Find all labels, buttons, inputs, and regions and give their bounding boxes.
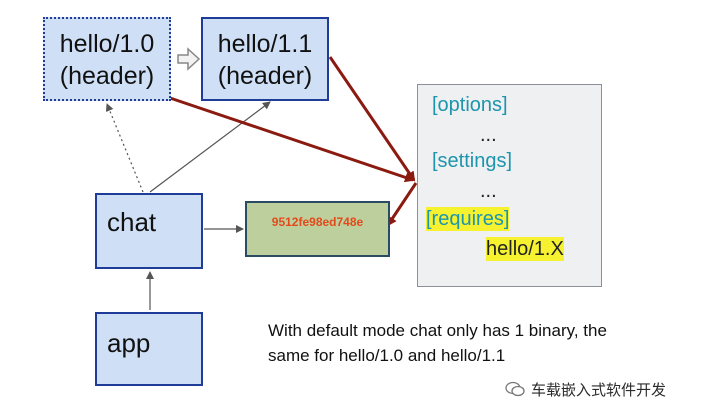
hello10-to-config-arrow xyxy=(169,96,415,183)
note-line: same for hello/1.0 and hello/1.1 xyxy=(268,346,506,365)
conanfile-config-panel: [options] ... [settings] ... [requires] … xyxy=(417,84,602,287)
chat-to-hello11-edge xyxy=(149,101,271,193)
chat-to-hello10-edge xyxy=(105,103,144,193)
explanation-note: With default mode chat only has 1 binary… xyxy=(268,318,708,368)
watermark: 车载嵌入式软件开发 xyxy=(505,375,710,403)
node-sublabel: (header) xyxy=(59,62,155,90)
hello-1-0-header-node: hello/1.0 (header) xyxy=(43,17,171,101)
app-node: app xyxy=(95,312,203,386)
note-line: With default mode chat only has 1 binary… xyxy=(268,321,607,340)
hello-1-1-header-node: hello/1.1 (header) xyxy=(201,17,329,101)
options-section-label: [options] xyxy=(432,94,508,116)
node-label: hello/1.1 xyxy=(217,30,313,58)
chat-node: chat xyxy=(95,193,203,269)
node-label: chat xyxy=(107,207,157,237)
node-label: app xyxy=(107,328,151,358)
node-label: hello/1.0 xyxy=(59,30,155,58)
wechat-icon xyxy=(505,381,525,397)
settings-section-label: [settings] xyxy=(432,150,513,172)
upgrade-arrow xyxy=(177,47,201,71)
requirement-value: hello/1.X xyxy=(486,237,564,261)
hello11-to-config-arrow xyxy=(328,56,416,182)
requires-section-label: [requires] xyxy=(426,207,510,231)
node-sublabel: (header) xyxy=(217,62,313,90)
ellipsis: ... xyxy=(480,180,497,202)
ellipsis: ... xyxy=(480,124,497,146)
watermark-text: 车载嵌入式软件开发 xyxy=(531,381,667,399)
package-id-node: 9512fe98ed748e xyxy=(245,201,390,257)
config-to-hash-arrow xyxy=(386,182,418,227)
